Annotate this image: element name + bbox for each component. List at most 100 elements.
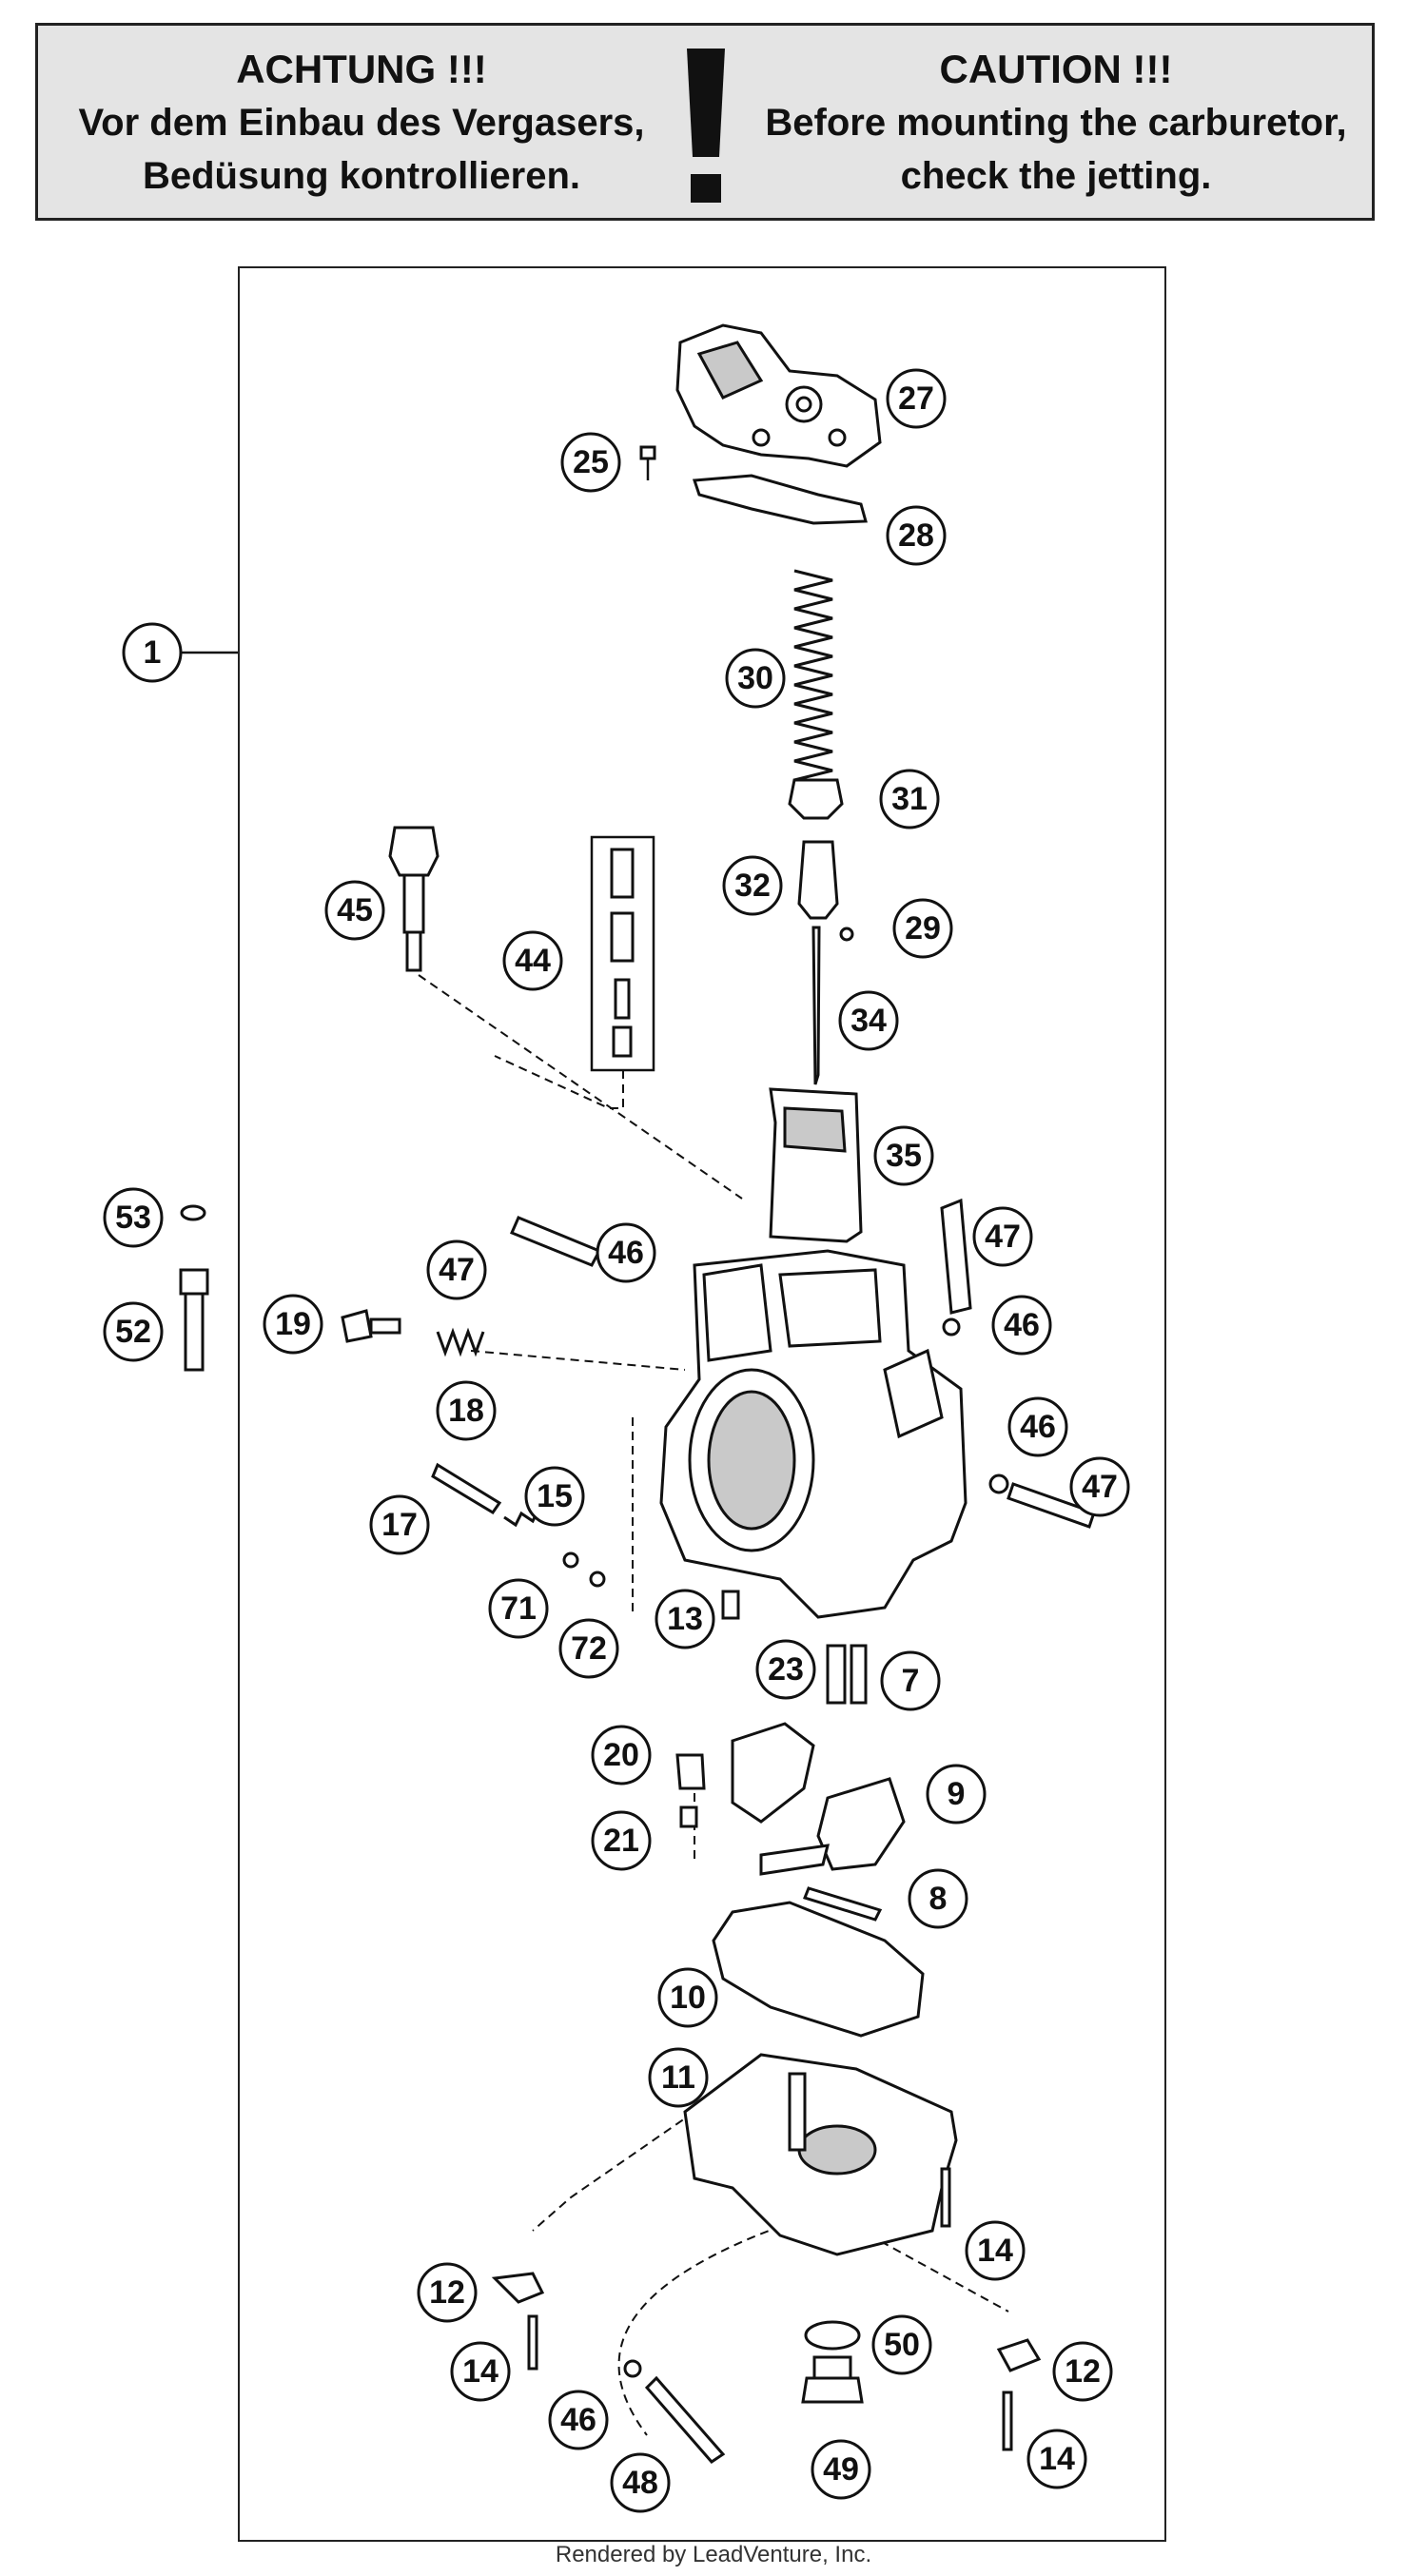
callout-10: 10 bbox=[657, 1967, 718, 2028]
svg-text:20: 20 bbox=[603, 1737, 639, 1773]
svg-text:23: 23 bbox=[768, 1651, 804, 1688]
callout-46: 46 bbox=[1007, 1396, 1068, 1457]
float-pin-part bbox=[803, 1886, 883, 1922]
svg-text:27: 27 bbox=[898, 381, 934, 417]
svg-text:47: 47 bbox=[439, 1252, 475, 1288]
svg-text:72: 72 bbox=[571, 1630, 607, 1667]
footer-credit: Rendered by LeadVenture, Inc. bbox=[555, 2542, 872, 2567]
gasket-part bbox=[692, 474, 868, 525]
svg-text:9: 9 bbox=[948, 1776, 966, 1812]
callout-14: 14 bbox=[965, 2220, 1026, 2281]
callout-44: 44 bbox=[502, 930, 563, 991]
svg-text:8: 8 bbox=[929, 1881, 948, 1917]
callout-47: 47 bbox=[972, 1206, 1033, 1267]
callout-34: 34 bbox=[838, 990, 899, 1051]
drain-plug-part bbox=[801, 2355, 864, 2404]
callout-72: 72 bbox=[558, 1618, 619, 1679]
leader-line bbox=[494, 1055, 624, 1109]
diagram-frame bbox=[238, 266, 1166, 2542]
callout-71: 71 bbox=[488, 1578, 549, 1639]
callout-47: 47 bbox=[426, 1239, 487, 1300]
pin-part bbox=[644, 2375, 726, 2464]
screw-part bbox=[639, 445, 656, 480]
callout-1: 1 bbox=[122, 622, 183, 683]
callout-23: 23 bbox=[755, 1639, 816, 1700]
svg-text:46: 46 bbox=[608, 1235, 644, 1271]
svg-text:46: 46 bbox=[1004, 1307, 1040, 1343]
svg-text:14: 14 bbox=[462, 2353, 498, 2390]
callout-35: 35 bbox=[873, 1125, 934, 1186]
svg-text:31: 31 bbox=[891, 781, 928, 817]
svg-text:47: 47 bbox=[1082, 1469, 1118, 1505]
callout-17: 17 bbox=[369, 1494, 430, 1555]
warning-german: ACHTUNG !!! Vor dem Einbau des Vergasers… bbox=[57, 43, 666, 203]
svg-text:7: 7 bbox=[902, 1663, 920, 1699]
callout-25: 25 bbox=[560, 432, 621, 493]
svg-text:14: 14 bbox=[1039, 2441, 1075, 2477]
callout-48: 48 bbox=[610, 2452, 671, 2513]
svg-text:47: 47 bbox=[985, 1219, 1021, 1255]
callout-20: 20 bbox=[591, 1725, 652, 1786]
float-bowl-gasket-part bbox=[712, 1901, 925, 2038]
warning-german-line2: Bedüsung kontrollieren. bbox=[142, 155, 581, 197]
carburetor-body-part bbox=[659, 1249, 968, 1619]
svg-text:30: 30 bbox=[737, 660, 773, 696]
leader-line bbox=[532, 2111, 695, 2232]
callout-18: 18 bbox=[436, 1380, 497, 1441]
callout-14: 14 bbox=[1026, 2429, 1087, 2489]
callout-27: 27 bbox=[886, 368, 947, 429]
callout-28: 28 bbox=[886, 505, 947, 566]
float-bowl-part bbox=[683, 2053, 958, 2256]
needle-valve-part bbox=[675, 1753, 706, 1790]
svg-text:19: 19 bbox=[275, 1306, 311, 1342]
svg-text:25: 25 bbox=[573, 444, 609, 480]
svg-text:12: 12 bbox=[429, 2274, 465, 2311]
svg-text:49: 49 bbox=[823, 2451, 859, 2488]
svg-text:45: 45 bbox=[337, 892, 373, 928]
svg-text:71: 71 bbox=[500, 1590, 537, 1627]
hot-start-plunger-part bbox=[179, 1268, 209, 1372]
callout-13: 13 bbox=[655, 1589, 715, 1649]
warning-english-title: CAUTION !!! bbox=[939, 47, 1173, 91]
callout-32: 32 bbox=[722, 855, 783, 916]
callout-14: 14 bbox=[450, 2341, 511, 2402]
svg-text:15: 15 bbox=[537, 1478, 573, 1514]
washer-part bbox=[562, 1551, 579, 1569]
svg-text:48: 48 bbox=[622, 2465, 658, 2501]
svg-text:46: 46 bbox=[1020, 1409, 1056, 1445]
clip-part bbox=[988, 1473, 1009, 1494]
o-ring-part bbox=[804, 2320, 861, 2351]
air-screw-part bbox=[341, 1309, 401, 1343]
callout-50: 50 bbox=[871, 2314, 932, 2375]
idle-screw-part bbox=[388, 826, 440, 972]
svg-text:10: 10 bbox=[670, 1980, 706, 2016]
svg-text:13: 13 bbox=[667, 1601, 703, 1637]
callout-49: 49 bbox=[811, 2439, 871, 2500]
screw-part bbox=[940, 2167, 951, 2228]
callout-8: 8 bbox=[908, 1868, 968, 1929]
leader-line bbox=[470, 1350, 686, 1371]
pin-part bbox=[1007, 1482, 1096, 1529]
callout-21: 21 bbox=[591, 1810, 652, 1871]
warning-english-line2: check the jetting. bbox=[900, 155, 1212, 197]
svg-text:1: 1 bbox=[144, 634, 162, 671]
svg-text:18: 18 bbox=[448, 1393, 484, 1429]
needle-holder-part bbox=[788, 778, 844, 820]
spring-part bbox=[436, 1327, 485, 1357]
bracket-part bbox=[491, 2272, 545, 2304]
svg-text:35: 35 bbox=[886, 1138, 922, 1174]
callout-9: 9 bbox=[926, 1764, 987, 1825]
jet-kit-part bbox=[590, 835, 655, 1072]
svg-text:32: 32 bbox=[734, 868, 771, 904]
warning-german-line1: Vor dem Einbau des Vergasers, bbox=[78, 102, 645, 144]
svg-text:28: 28 bbox=[898, 517, 934, 554]
jet-part bbox=[850, 1644, 868, 1705]
svg-text:50: 50 bbox=[884, 2327, 920, 2363]
float-part bbox=[731, 1722, 906, 1876]
warning-english-line1: Before mounting the carburetor, bbox=[765, 102, 1347, 144]
callout-12: 12 bbox=[417, 2262, 478, 2323]
clip-part bbox=[623, 2359, 642, 2378]
callout-7: 7 bbox=[880, 1650, 941, 1711]
svg-text:21: 21 bbox=[603, 1823, 639, 1859]
